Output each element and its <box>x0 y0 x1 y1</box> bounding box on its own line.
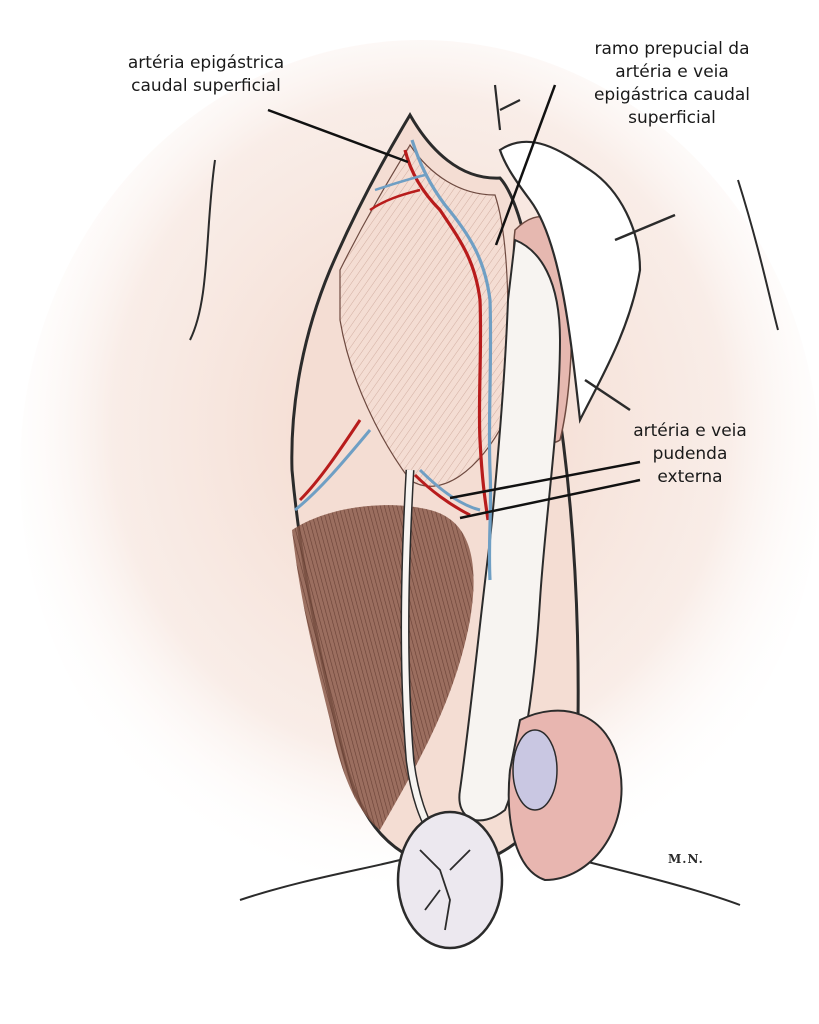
label-line: artéria epigástrica <box>127 53 285 73</box>
label-line: epigástrica caudal <box>593 85 751 105</box>
body-outline-bottom-left <box>239 859 401 901</box>
skin-flap-right <box>498 140 642 424</box>
body-outline-right <box>737 179 779 331</box>
artery-branch-left <box>369 188 421 212</box>
label-line: ramo prepucial da <box>594 39 750 59</box>
label-preputial-branch: ramo prepucial da artéria e veia epigást… <box>552 38 792 130</box>
external-pudendal-artery-distal <box>413 473 471 517</box>
leader-line-pudendal-2 <box>459 478 641 520</box>
label-line: superficial <box>628 108 716 128</box>
label-line: artéria e veia <box>633 421 747 441</box>
body-outline-bottom-right <box>579 859 741 906</box>
testis-vessels <box>419 849 471 931</box>
label-line: caudal superficial <box>131 76 281 96</box>
external-pudendal-artery <box>298 419 362 502</box>
suture-top <box>493 84 521 131</box>
label-line: pudenda <box>652 444 728 464</box>
external-pudendal-vein <box>294 429 372 512</box>
body-outline-left <box>189 159 216 341</box>
bulbus-glandis <box>512 729 558 811</box>
leader-line-preputial <box>494 84 557 246</box>
artist-signature: M.N. <box>668 852 704 866</box>
leader-line-epigastric <box>267 108 409 164</box>
prepuce-body <box>458 238 562 822</box>
superficial-caudal-epigastric-artery <box>403 149 490 521</box>
testis <box>396 810 504 950</box>
suture-right-lower <box>584 378 631 412</box>
label-external-pudendal: artéria e veia pudenda externa <box>605 420 775 489</box>
vein-branch-left <box>374 173 426 192</box>
label-line: artéria e veia <box>615 62 729 82</box>
external-pudendal-vein-distal <box>418 468 481 512</box>
spermatic-cord-inner <box>402 469 433 832</box>
thigh-muscle-hatching <box>292 505 474 830</box>
superficial-caudal-epigastric-vein <box>410 139 493 581</box>
label-superficial-caudal-epigastric-artery: artéria epigástrica caudal superficial <box>96 52 316 98</box>
leader-line-pudendal-1 <box>449 460 641 500</box>
suture-right-upper <box>614 213 676 242</box>
label-line: externa <box>657 467 723 487</box>
